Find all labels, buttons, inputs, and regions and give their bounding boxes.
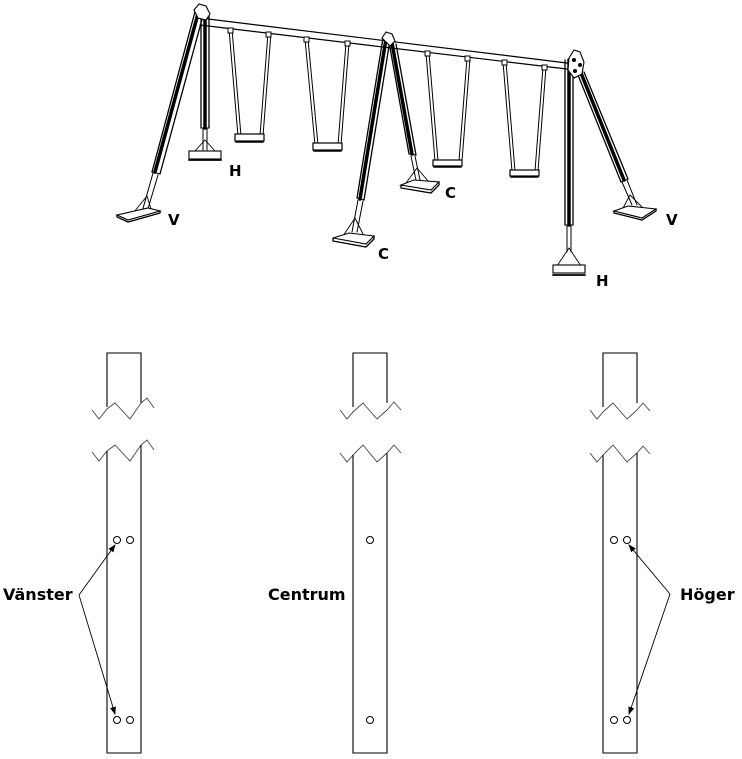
hole <box>623 536 631 544</box>
hole <box>366 536 374 544</box>
break-line-upper <box>339 401 402 420</box>
right-back-leg <box>577 71 629 183</box>
swing-4 <box>501 59 548 178</box>
leg-label-left-front: V <box>168 211 180 229</box>
hole <box>610 536 618 544</box>
post-right <box>589 352 671 754</box>
break-line-lower <box>91 439 155 462</box>
center-back-leg <box>388 41 417 156</box>
hole <box>113 536 121 544</box>
break-line-lower <box>589 444 651 463</box>
right-a-frame <box>552 49 658 276</box>
leg-label-center-front: C <box>378 245 389 263</box>
swing-set-illustration <box>115 3 658 276</box>
center-front-leg <box>356 37 391 201</box>
post-label-left: Vänster <box>3 585 73 604</box>
leg-label-left-back: H <box>229 162 242 180</box>
break-line-lower <box>339 444 402 463</box>
left-back-leg <box>200 13 210 129</box>
leader-arrow <box>78 594 116 715</box>
hole <box>113 716 121 724</box>
center-front-footplate <box>332 232 376 248</box>
hole <box>126 716 134 724</box>
leg-label-right-back: V <box>666 211 678 229</box>
swing-2 <box>303 36 351 152</box>
leader-arrow <box>628 544 671 595</box>
right-back-footplate <box>612 205 658 221</box>
hole <box>610 716 618 724</box>
post-center <box>339 352 402 754</box>
leg-label-right-front: H <box>596 272 609 290</box>
break-line-upper <box>91 397 155 420</box>
leader-arrow <box>78 544 116 596</box>
hole <box>126 536 134 544</box>
right-front-leg <box>564 59 574 226</box>
swings <box>227 27 548 178</box>
left-front-leg <box>151 7 205 175</box>
swing-1 <box>227 27 272 143</box>
post-label-center: Centrum <box>268 585 346 604</box>
hole <box>366 716 374 724</box>
left-a-frame <box>115 3 222 223</box>
center-a-frame <box>332 31 441 248</box>
swing-3 <box>424 50 471 168</box>
center-back-footplate <box>398 179 441 194</box>
leg-label-center-back: C <box>445 184 456 202</box>
leg-labels: V H C C H V <box>168 162 678 290</box>
leader-arrow <box>628 593 671 715</box>
post-label-right: Höger <box>680 585 735 604</box>
left-front-footplate <box>115 207 163 223</box>
hole <box>623 716 631 724</box>
break-line-upper <box>589 402 651 420</box>
post-left <box>78 352 155 754</box>
left-back-footplate <box>188 150 222 161</box>
right-front-footplate <box>552 264 586 276</box>
